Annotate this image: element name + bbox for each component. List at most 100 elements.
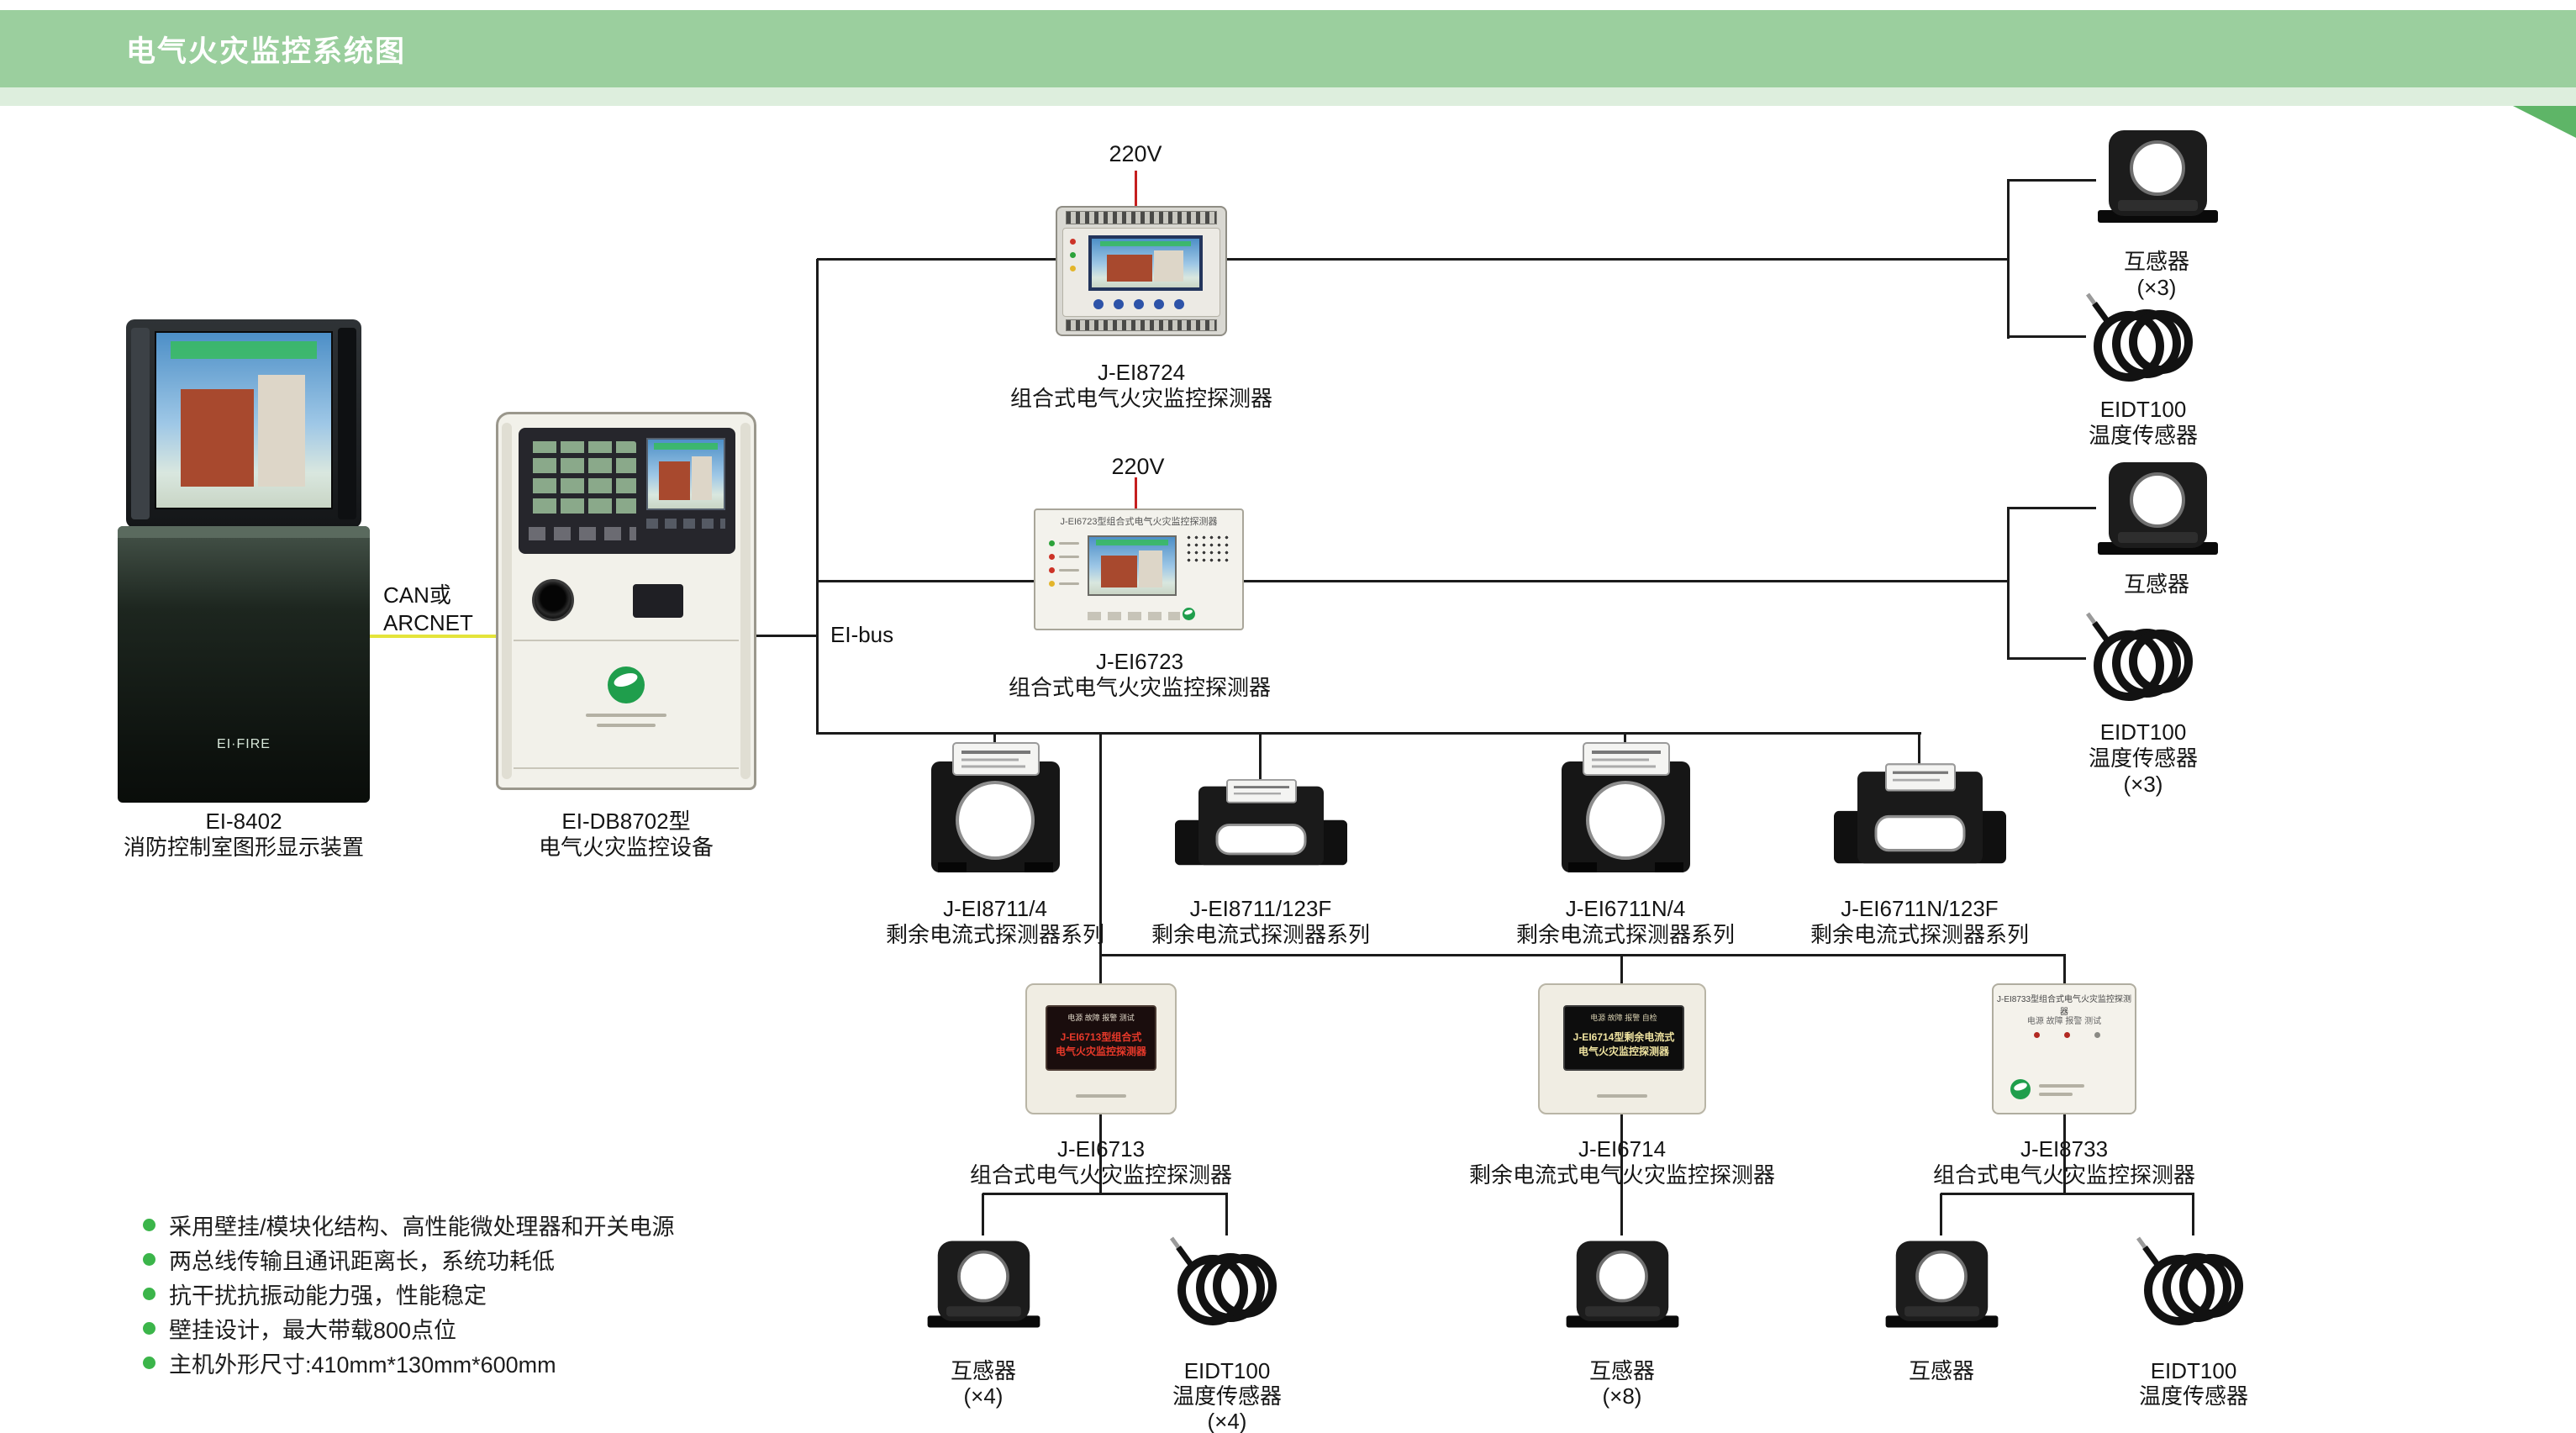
device-ei8711-123f <box>1173 778 1349 871</box>
can-label-line2: ARCNET <box>383 610 473 635</box>
led-label-line <box>1059 569 1079 572</box>
logo-text-line <box>597 724 656 727</box>
indicator-labels: 电源 故障 报警 测试 <box>2026 1017 2102 1026</box>
wire <box>1918 733 1920 767</box>
wire <box>817 258 1057 261</box>
device-ct-8733 <box>1881 1234 2003 1335</box>
device-ei6711n-123f <box>1832 762 2008 870</box>
wire <box>1099 955 1102 985</box>
wire-bus-vertical <box>816 259 819 735</box>
wire <box>2063 955 2066 985</box>
current-transformer-icon <box>1564 1239 1681 1330</box>
feature-item: 壁挂设计，最大带载800点位 <box>143 1312 456 1345</box>
wire <box>2009 507 2096 509</box>
device-eidt100-8733 <box>2133 1234 2251 1330</box>
feature-item: 采用壁挂/模块化结构、高性能微处理器和开关电源 <box>143 1209 675 1241</box>
wire <box>982 1193 1228 1195</box>
cabinet-screen <box>646 438 725 510</box>
terminal-strip <box>1066 319 1217 331</box>
led-icon <box>1049 581 1055 587</box>
speaker-icon <box>532 579 574 621</box>
display-line: J-EI6713型组合式 <box>1060 1031 1142 1043</box>
cabinet-seam <box>514 640 739 641</box>
monitor-frame <box>126 319 361 528</box>
feature-item: 主机外形尺寸:410mm*130mm*600mm <box>143 1346 556 1379</box>
button-icon <box>1154 299 1164 309</box>
feature-item: 两总线传输且通讯距离长，系统功耗低 <box>143 1243 555 1276</box>
label-db8702: EI-DB8702型电气火灾监控设备 <box>538 809 714 860</box>
label-ct-6714: 互感器(×8) <box>1588 1358 1656 1409</box>
wire <box>982 1193 984 1235</box>
wire <box>1099 1114 1102 1195</box>
corner-triangle-icon <box>2513 106 2576 138</box>
indicator-row: 电源 故障 报警 测试 <box>1067 1014 1135 1022</box>
brand-logo-icon <box>608 666 645 703</box>
speaker-grille-icon <box>1185 534 1229 564</box>
device-ei8711-4 <box>918 738 1073 877</box>
wire-bottom-row-bus <box>1100 954 2066 956</box>
device-eidt100-top <box>2083 290 2200 387</box>
feature-item: 抗干扰抗振动能力强，性能稳定 <box>143 1278 487 1310</box>
device-eidt100-6713 <box>1167 1234 1284 1330</box>
button-icon <box>1134 299 1144 309</box>
wire <box>2009 335 2086 338</box>
led-icon <box>1049 567 1055 573</box>
device-ei6714: 电源 故障 报警 自检 J-EI6714型剩余电流式 电气火灾监控探测器 <box>1538 983 1706 1114</box>
bullet-icon <box>143 1253 155 1266</box>
wire <box>1620 1114 1623 1235</box>
wire <box>1620 955 1623 985</box>
display-line: 电气火灾监控探测器 <box>1055 1046 1146 1057</box>
led-icon <box>1049 540 1055 546</box>
device-ei6723: J-EI6723型组合式电气火灾监控探测器 <box>1034 508 1244 630</box>
cabinet-top-panel <box>519 428 735 554</box>
wire <box>2007 507 2010 660</box>
display-line: 电气火灾监控探测器 <box>1578 1046 1669 1057</box>
device-ct-mid <box>2093 458 2223 559</box>
device-eidt100-mid <box>2083 609 2200 706</box>
panel-title: J-EI6723型组合式电气火灾监控探测器 <box>1060 517 1218 527</box>
kiosk-shelf <box>118 526 370 538</box>
temperature-sensor-cable-icon <box>1167 1234 1284 1330</box>
kiosk-body: EI·FIRE <box>118 526 370 803</box>
current-transformer-icon <box>925 1239 1042 1330</box>
wire-220v-mid <box>1135 477 1137 508</box>
led-icon <box>1070 252 1076 258</box>
monitor-side-left <box>131 328 150 519</box>
ct-frame-detector-icon <box>1832 762 2008 865</box>
cabinet-seam <box>514 767 739 769</box>
wire-220v-top <box>1135 171 1137 206</box>
device-ei6711n-4 <box>1548 738 1704 877</box>
led-icon <box>2034 1032 2040 1038</box>
button-icon <box>1174 299 1184 309</box>
panel-detail <box>1076 1094 1126 1098</box>
detector-screen <box>1088 235 1203 291</box>
current-transformer-icon <box>2096 461 2220 556</box>
led-icon <box>1070 239 1076 245</box>
wire <box>1624 733 1626 743</box>
device-ei8402: EI·FIRE <box>118 319 370 803</box>
led-label-line <box>1059 556 1079 558</box>
wire <box>993 733 996 743</box>
wire <box>1259 733 1262 782</box>
device-ei6713: 电源 故障 报警 测试 J-EI6713型组合式 电气火灾监控探测器 <box>1025 983 1177 1114</box>
wire <box>1242 580 2010 582</box>
indicator-row: 电源 故障 报警 自检 <box>1590 1014 1657 1022</box>
panel-detail <box>1597 1094 1647 1098</box>
button-icon <box>1114 299 1124 309</box>
power-label-top: 220V <box>1109 141 1162 166</box>
ct-frame-detector-icon <box>1173 778 1349 867</box>
temperature-sensor-cable-icon <box>2083 290 2200 387</box>
label-ct-6713: 互感器(×4) <box>950 1358 1017 1409</box>
logo-text-line <box>586 714 666 717</box>
display-line: J-EI6714型剩余电流式 <box>1572 1031 1675 1043</box>
